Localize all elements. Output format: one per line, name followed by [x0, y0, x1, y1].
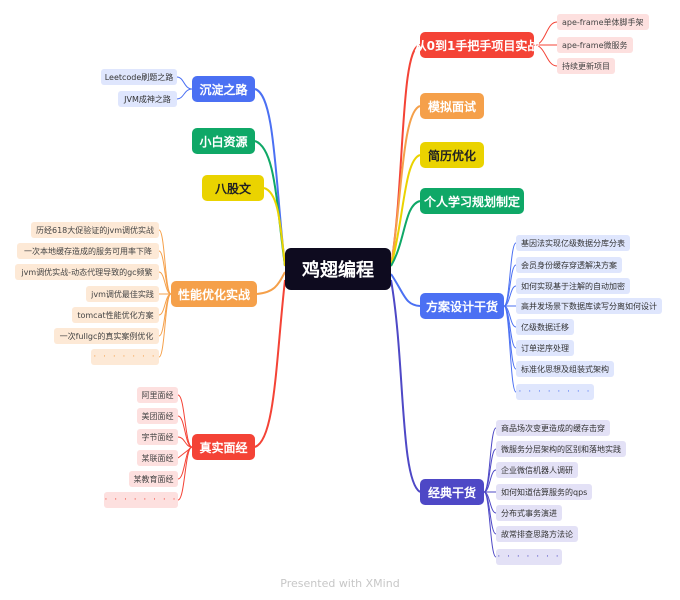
- classic-leaf-links: [483, 427, 497, 558]
- scratch-project-leaf-links: [533, 21, 558, 67]
- leaf-more-perf[interactable]: · · · · · · ·: [91, 349, 159, 365]
- leaf-cache-penetration[interactable]: 会员身份缓存穿透解决方案: [516, 257, 622, 273]
- topic-settle[interactable]: 沉淀之路: [192, 76, 255, 102]
- link-mock-interview: [390, 105, 421, 267]
- topic-mock-interview[interactable]: 模拟面试: [420, 93, 484, 119]
- link-solution-design: [390, 273, 421, 307]
- link-study-plan: [390, 200, 421, 267]
- topic-solution-design[interactable]: 方案设计干货: [420, 293, 504, 319]
- topic-classic[interactable]: 经典干货: [420, 479, 484, 505]
- leaf-tomcat[interactable]: tomcat性能优化方案: [72, 307, 159, 323]
- leaf-rw-split[interactable]: 高并发场景下数据库读写分离如何设计: [516, 298, 662, 314]
- topic-perf[interactable]: 性能优化实战: [171, 281, 257, 307]
- topic-study-plan[interactable]: 个人学习规划制定: [420, 188, 524, 214]
- leaf-qps-estimate[interactable]: 如何知道估算服务的qps: [496, 484, 593, 500]
- leaf-gene-sharding[interactable]: 基因法实现亿级数据分库分表: [516, 235, 630, 251]
- topic-interview[interactable]: 真实面经: [192, 434, 255, 460]
- leaf-distributed-tx[interactable]: 分布式事务演进: [496, 505, 562, 521]
- leaf-more-classic[interactable]: · · · · · · ·: [496, 549, 562, 565]
- topic-resume[interactable]: 简历优化: [420, 142, 484, 168]
- perf-leaf-links: [158, 229, 172, 358]
- leaf-order-reverse[interactable]: 订单逆序处理: [516, 340, 574, 356]
- topic-bagu[interactable]: 八股文: [202, 175, 264, 201]
- leaf-cache-breakdown[interactable]: 商品场次变更造成的缓存击穿: [496, 420, 610, 436]
- leaf-data-migration[interactable]: 亿级数据迁移: [516, 319, 574, 335]
- leaf-leetcode[interactable]: Leetcode刷题之路: [101, 69, 177, 85]
- leaf-microservice-layers[interactable]: 微服务分层架构的区别和落地实践: [496, 441, 626, 457]
- link-interview: [254, 279, 286, 448]
- link-beginner: [254, 140, 286, 267]
- link-classic: [390, 279, 421, 493]
- leaf-edu[interactable]: 某教育面经: [129, 471, 178, 487]
- link-perf: [256, 271, 286, 295]
- link-bagu: [263, 187, 286, 267]
- leaf-troubleshoot[interactable]: 故常排查思路方法论: [496, 526, 578, 542]
- leaf-continuous-update[interactable]: 持续更新项目: [557, 58, 615, 74]
- leaf-618-jvm[interactable]: 历经618大促验证的jvm调优实战: [31, 222, 159, 238]
- leaf-alibaba[interactable]: 阿里面经: [137, 387, 178, 403]
- root-topic[interactable]: 鸡翅编程: [285, 248, 391, 290]
- topic-scratch-project[interactable]: 从0到1手把手项目实战: [415, 32, 539, 58]
- leaf-standard-arch[interactable]: 标准化思想及组装式架构: [516, 361, 614, 377]
- solution-design-leaf-links: [503, 242, 517, 393]
- interview-leaf-links: [177, 394, 193, 501]
- watermark: Presented with XMind: [280, 577, 400, 590]
- leaf-wecom-bot[interactable]: 企业微信机器人调研: [496, 462, 578, 478]
- topic-beginner[interactable]: 小白资源: [192, 128, 255, 154]
- leaf-ape-frame-micro[interactable]: ape-frame微服务: [557, 37, 633, 53]
- leaf-bytedance[interactable]: 字节面经: [137, 429, 178, 445]
- leaf-more-interview[interactable]: · · · · · · · ·: [104, 492, 178, 508]
- leaf-ape-frame-single[interactable]: ape-frame单体脚手架: [557, 14, 649, 30]
- leaf-annotation-encrypt[interactable]: 如何实现基于注解的自动加密: [516, 278, 630, 294]
- settle-leaf-links: [176, 76, 193, 100]
- link-resume: [390, 154, 421, 267]
- leaf-dynamic-proxy-gc[interactable]: jvm调优实战-动态代理导致的gc频繁: [15, 264, 159, 280]
- leaf-moulian[interactable]: 某联面经: [137, 450, 178, 466]
- leaf-jvm-best[interactable]: jvm调优最佳实践: [86, 286, 159, 302]
- leaf-more-solution[interactable]: · · · · · · · ·: [516, 384, 594, 400]
- leaf-fullgc[interactable]: 一次fullgc的真实案例优化: [54, 328, 159, 344]
- leaf-local-cache[interactable]: 一次本地缓存造成的服务可用率下降: [17, 243, 159, 259]
- leaf-meituan[interactable]: 美团面经: [137, 408, 178, 424]
- leaf-jvm-master[interactable]: JVM成神之路: [118, 91, 177, 107]
